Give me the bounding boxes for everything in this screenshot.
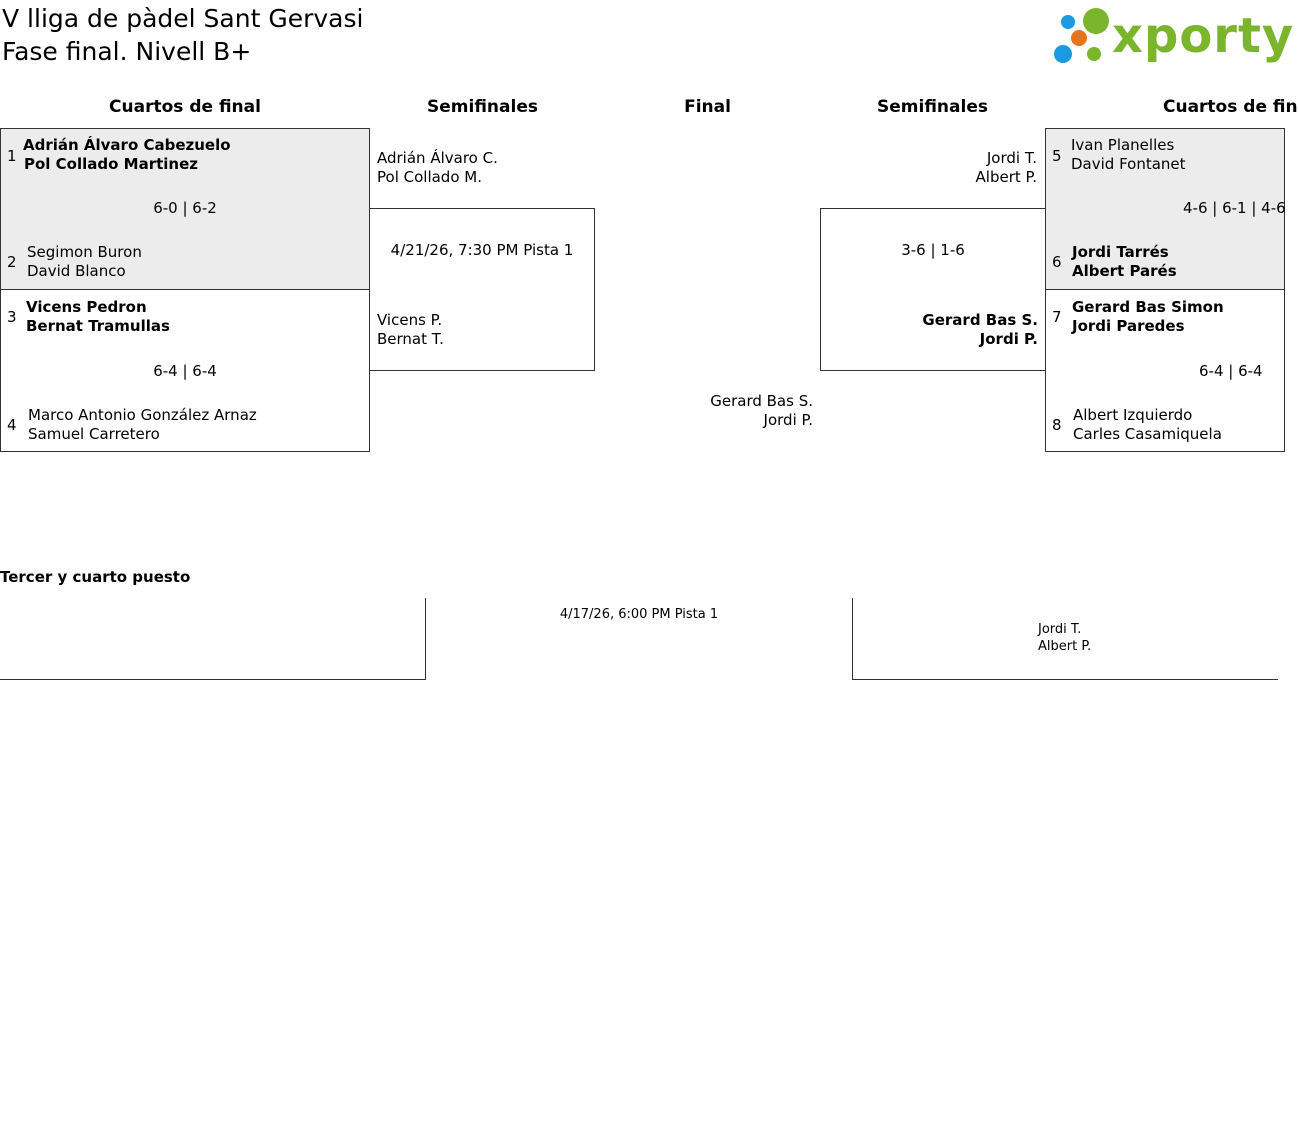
quarterfinal-match-1[interactable]: 1 Adrián Álvaro Cabezuelo Pol Collado Ma…: [0, 128, 370, 290]
match-schedule: 4/21/26, 7:30 PM Pista 1: [390, 241, 574, 259]
seed-number: 7: [1052, 308, 1062, 326]
seed-number: 8: [1052, 416, 1062, 434]
col-right-quarters: Cuartos de fin: [1163, 97, 1298, 117]
seed-number: 5: [1052, 147, 1062, 165]
col-right-semis: Semifinales: [877, 97, 988, 117]
final-team-name: Jordi P.: [763, 411, 813, 429]
team-player-name: Jordi Paredes: [1072, 317, 1185, 335]
semifinal-team-name: Albert P.: [975, 168, 1037, 186]
seed-number: 2: [7, 253, 17, 271]
logo-text: xporty: [1112, 8, 1295, 64]
seed-number: 6: [1052, 253, 1062, 271]
semifinal-team-name: Adrián Álvaro C.: [377, 149, 498, 167]
match-score: 4-6 | 6-1 | 4-6: [1183, 199, 1286, 217]
semifinal-team-name: Jordi T.: [986, 149, 1037, 167]
team-player-name: Jordi Tarrés: [1072, 243, 1169, 261]
team-player-name: Samuel Carretero: [28, 425, 160, 443]
xporty-logo[interactable]: xporty: [1050, 4, 1293, 68]
team-player-name: David Blanco: [27, 262, 126, 280]
col-final: Final: [684, 97, 731, 117]
semifinal-match-right[interactable]: 3-6 | 1-6 Gerard Bas S. Jordi P.: [820, 208, 1046, 371]
team-player-name: Carles Casamiquela: [1073, 425, 1222, 443]
match-score: 6-4 | 6-4: [153, 362, 217, 380]
quarterfinal-match-5[interactable]: 5 Ivan Planelles David Fontanet 4-6 | 6-…: [1045, 128, 1286, 290]
team-player-name: Bernat Tramullas: [26, 317, 170, 335]
seed-number: 3: [7, 308, 17, 326]
match-score: 6-0 | 6-2: [153, 199, 217, 217]
team-player-name: Adrián Álvaro Cabezuelo: [23, 136, 231, 154]
page-subtitle: Fase final. Nivell B+: [2, 37, 252, 66]
third-place-team-name: Jordi T.: [1038, 622, 1082, 637]
team-player-name: Ivan Planelles: [1071, 136, 1175, 154]
quarterfinal-match-2[interactable]: 3 Vicens Pedron Bernat Tramullas 6-4 | 6…: [0, 289, 370, 452]
seed-number: 4: [7, 416, 17, 434]
team-player-name: Vicens Pedron: [26, 298, 147, 316]
match-score: 3-6 | 1-6: [901, 241, 965, 259]
semifinal-team-name: Pol Collado M.: [377, 168, 482, 186]
match-score: 6-4 | 6-4: [1199, 362, 1263, 380]
col-left-semis: Semifinales: [427, 97, 538, 117]
semifinal-match-left[interactable]: 4/21/26, 7:30 PM Pista 1 Vicens P. Berna…: [369, 208, 595, 371]
semifinal-team-name: Bernat T.: [377, 330, 444, 348]
team-player-name: Segimon Buron: [27, 243, 142, 261]
third-place-team-name: Albert P.: [1038, 639, 1092, 654]
team-player-name: Gerard Bas Simon: [1072, 298, 1224, 316]
col-left-quarters: Cuartos de final: [109, 97, 261, 117]
semifinal-team-name: Vicens P.: [377, 311, 443, 329]
third-place-slot-right[interactable]: Jordi T. Albert P.: [852, 598, 1278, 680]
third-place-slot-left[interactable]: [0, 598, 426, 680]
semifinal-team-name: Gerard Bas S.: [922, 311, 1038, 329]
semifinal-team-name: Jordi P.: [979, 330, 1038, 348]
third-place-heading: Tercer y cuarto puesto: [0, 568, 191, 586]
seed-number: 1: [7, 147, 17, 165]
quarterfinal-match-7[interactable]: 7 Gerard Bas Simon Jordi Paredes 6-4 | 6…: [1045, 289, 1285, 452]
final-team-name: Gerard Bas S.: [710, 392, 813, 410]
logo-dots-icon: [1054, 8, 1109, 63]
team-player-name: David Fontanet: [1071, 155, 1186, 173]
team-player-name: Marco Antonio González Arnaz: [28, 406, 257, 424]
third-place-schedule: 4/17/26, 6:00 PM Pista 1: [559, 607, 719, 622]
team-player-name: Albert Izquierdo: [1073, 406, 1193, 424]
team-player-name: Albert Parés: [1072, 262, 1177, 280]
team-player-name: Pol Collado Martinez: [24, 155, 198, 173]
page-title: V lliga de pàdel Sant Gervasi: [2, 4, 364, 33]
